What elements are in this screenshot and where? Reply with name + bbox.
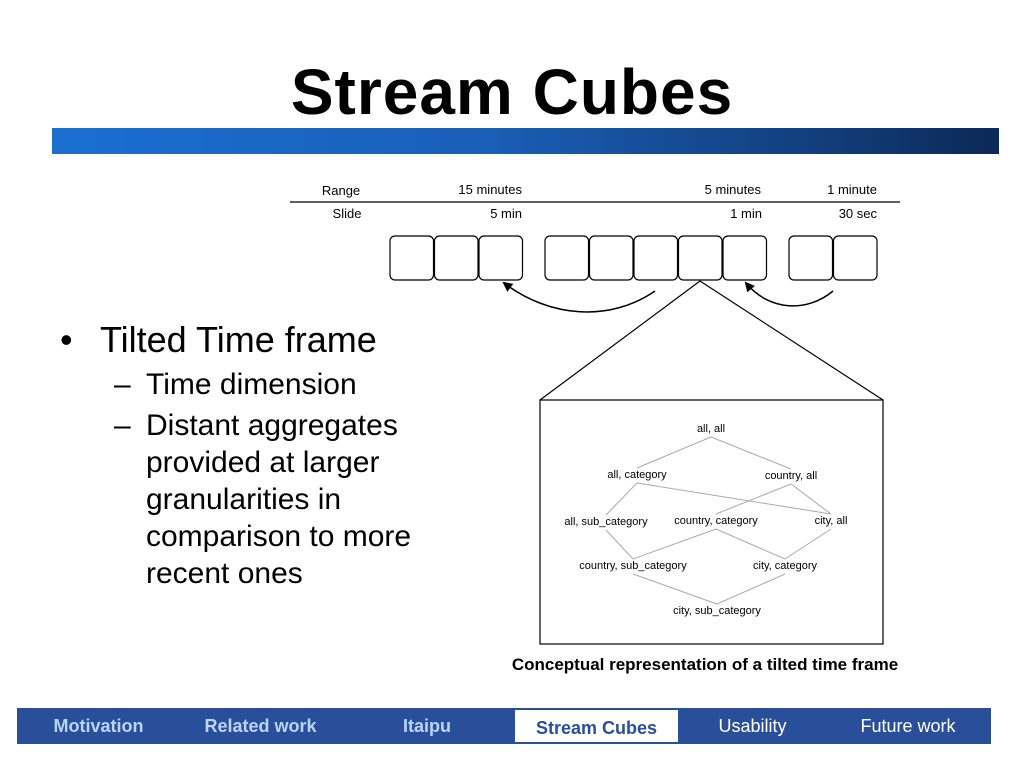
bullet-list: • Tilted Time frame – Time dimension – D…: [60, 318, 480, 592]
lattice-node-label: country, category: [674, 515, 758, 527]
zoom-line: [539, 280, 701, 401]
slide-label: Slide: [333, 206, 362, 221]
time-window-box: [433, 235, 479, 281]
range-label: Range: [322, 183, 360, 198]
title-underline-bar: [52, 128, 999, 154]
time-window-box: [633, 235, 679, 281]
sub-bullet-item: – Distant aggregates provided at larger …: [114, 407, 480, 592]
slide-value: 30 sec: [839, 206, 878, 221]
range-value: 5 minutes: [705, 182, 762, 197]
lattice-node-label: city, category: [753, 560, 817, 572]
tilted-time-frame-diagram: Range Slide 15 minutes 5 minutes 1 minut…: [290, 182, 900, 645]
lattice-node-label: all, sub_category: [564, 516, 648, 528]
lattice-edge: [710, 436, 792, 470]
lattice-node-label: city, sub_category: [673, 605, 761, 617]
time-window-box: [788, 235, 834, 281]
lattice-node-label: country, all: [765, 470, 817, 482]
time-window-box: [478, 235, 524, 281]
lattice-edge: [716, 573, 786, 605]
time-window-box: [832, 235, 878, 281]
nav-item-itaipu[interactable]: Itaipu: [403, 716, 451, 736]
nav-item-related-work[interactable]: Related work: [204, 716, 317, 736]
slide-value: 5 min: [490, 206, 522, 221]
section-navigation-bar: Motivation Related work Itaipu Stream Cubes…: [17, 708, 991, 744]
time-window-box: [677, 235, 723, 281]
lattice-edge: [605, 482, 638, 516]
lattice-edge: [784, 528, 832, 560]
lattice-edge: [636, 436, 712, 469]
bullet-text: Tilted Time frame: [100, 319, 377, 360]
dash-icon: –: [114, 409, 131, 442]
sub-bullet-text: Time dimension: [146, 368, 357, 401]
lattice-node-label: country, sub_category: [579, 560, 687, 572]
lattice-node-label: all, all: [697, 423, 725, 435]
nav-item-motivation[interactable]: Motivation: [53, 716, 144, 736]
range-value: 1 minute: [827, 182, 877, 197]
nav-item-usability[interactable]: Usability: [718, 716, 787, 736]
lattice-edge: [715, 483, 792, 515]
diagram-caption: Conceptual representation of a tilted ti…: [511, 655, 899, 674]
bullet-item: • Tilted Time frame: [60, 318, 480, 362]
lattice-node-label: city, all: [815, 515, 848, 527]
nav-item-future-work[interactable]: Future work: [860, 716, 956, 736]
lattice-node-label: all, category: [607, 469, 667, 481]
range-value: 15 minutes: [458, 182, 522, 197]
lattice-edge: [632, 528, 717, 560]
lattice-edge: [790, 483, 832, 515]
lattice-edge: [632, 573, 718, 605]
lattice-box: [539, 399, 884, 645]
lattice-edge: [605, 529, 634, 560]
dash-icon: –: [114, 368, 131, 401]
time-window-box: [544, 235, 590, 281]
sub-bullet-text: Distant aggregates provided at larger gr…: [146, 409, 412, 590]
lattice-edge: [715, 528, 786, 560]
slide-value: 1 min: [730, 206, 762, 221]
bullet-dot-icon: •: [60, 319, 73, 360]
time-window-box: [389, 235, 435, 281]
nav-item-stream-cubes[interactable]: Stream Cubes: [513, 708, 680, 744]
time-window-box: [588, 235, 634, 281]
rollup-arrow: [502, 281, 656, 313]
slide-title: Stream Cubes: [290, 56, 734, 128]
time-window-box: [722, 235, 768, 281]
lattice-edge: [636, 482, 832, 515]
zoom-line: [699, 280, 884, 401]
rollup-arrow: [744, 281, 834, 307]
sub-bullet-item: – Time dimension: [114, 366, 480, 403]
